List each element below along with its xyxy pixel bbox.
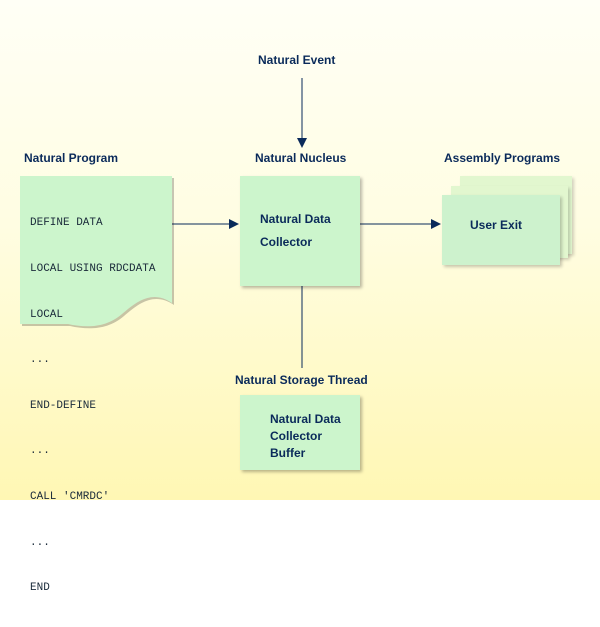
storage-box-line: Collector xyxy=(270,429,323,443)
user-exit-box xyxy=(442,195,560,265)
diagram-canvas: Natural Event Natural Program Natural Nu… xyxy=(0,0,600,594)
natural-nucleus-box xyxy=(240,176,360,286)
natural-nucleus-title: Natural Nucleus xyxy=(255,151,347,165)
program-code: DEFINE DATA LOCAL USING RDCDATA LOCAL ..… xyxy=(30,186,155,627)
assembly-programs-title: Assembly Programs xyxy=(444,151,561,165)
code-line: END-DEFINE xyxy=(30,399,97,412)
program-to-nucleus-arrowhead xyxy=(229,219,239,229)
user-exit-label: User Exit xyxy=(470,218,523,232)
natural-program-title: Natural Program xyxy=(24,151,119,165)
nucleus-to-userexit-arrowhead xyxy=(431,219,441,229)
nucleus-box-line: Natural Data xyxy=(260,212,331,226)
code-line: ... xyxy=(30,354,50,367)
nucleus-box-text: Natural Data Collector xyxy=(260,211,331,251)
storage-box-text: Natural Data Collector Buffer xyxy=(270,411,341,462)
code-line: LOCAL USING RDCDATA xyxy=(30,263,156,276)
code-line: END xyxy=(30,582,50,595)
storage-box-line: Buffer xyxy=(270,446,306,460)
connector-layer xyxy=(20,78,441,368)
code-line: LOCAL xyxy=(30,308,64,321)
storage-box-line: Natural Data xyxy=(270,412,341,426)
code-line: ... xyxy=(30,445,50,458)
storage-thread-title: Natural Storage Thread xyxy=(235,373,368,387)
natural-event-label: Natural Event xyxy=(258,53,336,67)
storage-thread-box xyxy=(240,395,360,470)
nucleus-box-line: Collector xyxy=(260,235,313,249)
code-line: ... xyxy=(30,536,50,549)
event-to-nucleus-arrowhead xyxy=(297,138,307,148)
code-line: DEFINE DATA xyxy=(30,217,103,230)
program-document-shape xyxy=(20,176,172,327)
code-line: CALL 'CMRDC' xyxy=(30,491,110,504)
